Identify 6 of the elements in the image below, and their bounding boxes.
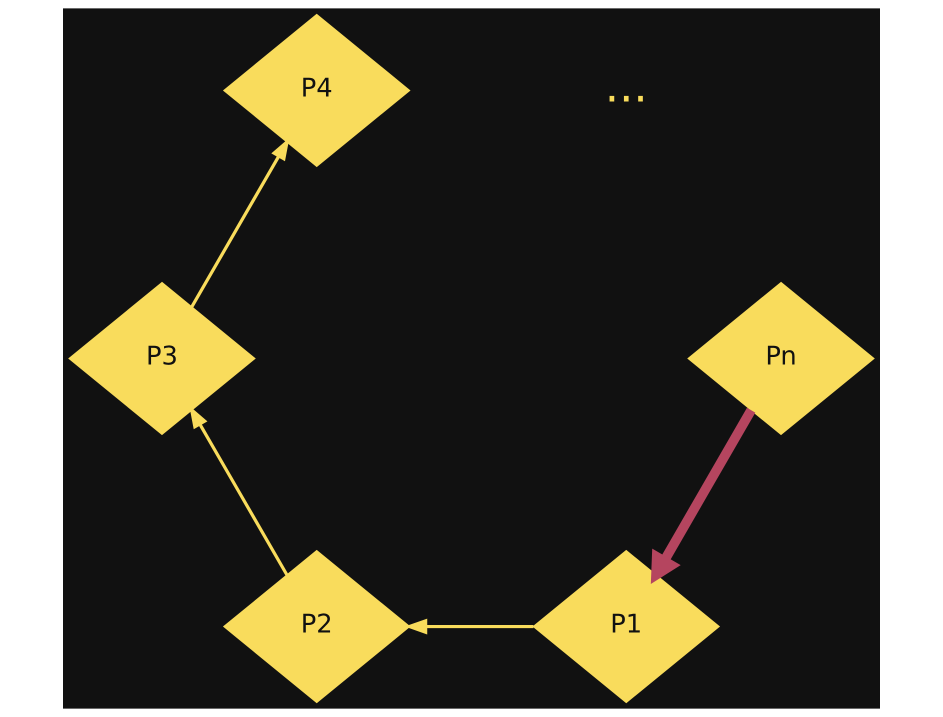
arrow [650,408,756,584]
label: ... [604,60,648,113]
node-diamond: P3 [68,282,256,436]
node-diamond: Pn [687,282,875,436]
node-diamond: P2 [222,550,411,704]
node-diamond: P4 [222,14,411,168]
